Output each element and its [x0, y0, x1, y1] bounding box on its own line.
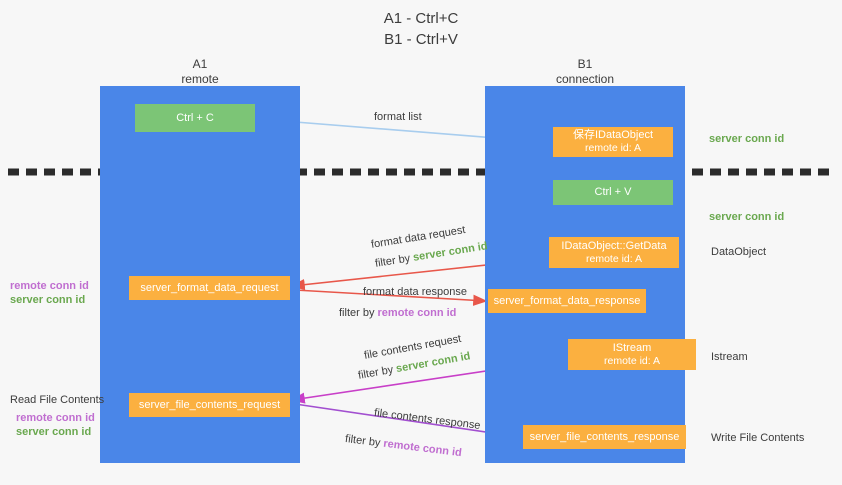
right-label-dataobject: DataObject: [711, 246, 767, 258]
box-save-idataobject-line2: remote id: A: [584, 142, 642, 154]
box-idataobject-getdata[interactable]: IDataObject::GetData remote id: A: [549, 237, 679, 268]
box-server-file-contents-response[interactable]: server_file_contents_response: [523, 425, 686, 449]
right-label-server-conn-id-top: server conn id: [709, 133, 785, 145]
box-server-format-data-request[interactable]: server_format_data_request: [129, 276, 290, 300]
box-ctrl-v[interactable]: Ctrl + V: [553, 180, 673, 205]
box-getdata-line2: remote id: A: [585, 252, 643, 265]
column-header-b1: B1 connection: [485, 57, 685, 87]
box-save-idataobject-line1: 保存IDataObject: [572, 129, 654, 141]
arrow-file-contents-response: [294, 403, 522, 441]
left-label-server-conn-id-bottom: server conn id: [16, 426, 92, 438]
box-server-file-contents-response-label: server_file_contents_response: [529, 430, 680, 443]
column-b1-subtitle: connection: [555, 72, 615, 86]
box-server-file-contents-request[interactable]: server_file_contents_request: [129, 393, 290, 417]
box-server-format-data-request-label: server_format_data_request: [140, 281, 279, 294]
title-line-1: A1 - Ctrl+C: [383, 10, 459, 27]
box-istream-line1: IStream: [612, 341, 652, 354]
caption-format-data-response-filter: filter by remote conn id: [339, 306, 456, 320]
remote-conn-id-token: remote conn id: [377, 307, 457, 319]
box-server-format-data-response-label: server_format_data_response: [493, 294, 641, 307]
box-istream[interactable]: IStream remote id: A: [568, 339, 696, 370]
box-istream-line2: remote id: A: [603, 354, 661, 367]
left-label-read-file-contents: Read File Contents: [10, 394, 105, 406]
arrow-format-data-response: [294, 289, 488, 306]
column-a1-subtitle: remote: [181, 72, 219, 86]
column-header-a1: A1 remote: [100, 57, 300, 87]
right-label-server-conn-id-mid: server conn id: [709, 211, 785, 223]
left-label-remote-conn-id-top: remote conn id: [10, 280, 89, 292]
column-a1-name: A1: [192, 57, 208, 71]
right-label-write-file-contents: Write File Contents: [711, 432, 805, 444]
caption-format-list: format list: [374, 111, 422, 123]
caption-format-data-response: format data response: [363, 286, 467, 298]
box-getdata-line1: IDataObject::GetData: [561, 239, 667, 252]
title-line-2: B1 - Ctrl+V: [384, 31, 458, 48]
page-title: A1 - Ctrl+C B1 - Ctrl+V: [0, 8, 842, 50]
box-ctrl-c[interactable]: Ctrl + C: [135, 104, 255, 132]
filter-by-prefix: filter by: [339, 307, 375, 319]
box-save-idataobject[interactable]: 保存IDataObject remote id: A: [553, 127, 673, 157]
column-b1-name: B1: [577, 57, 593, 71]
right-label-istream: Istream: [711, 351, 748, 363]
box-ctrl-c-label: Ctrl + C: [176, 111, 214, 124]
box-server-format-data-response[interactable]: server_format_data_response: [488, 289, 646, 313]
left-label-remote-conn-id-bottom: remote conn id: [16, 412, 95, 424]
left-label-server-conn-id-top: server conn id: [10, 294, 86, 306]
box-server-file-contents-request-label: server_file_contents_request: [138, 398, 281, 411]
box-ctrl-v-label: Ctrl + V: [594, 186, 632, 198]
